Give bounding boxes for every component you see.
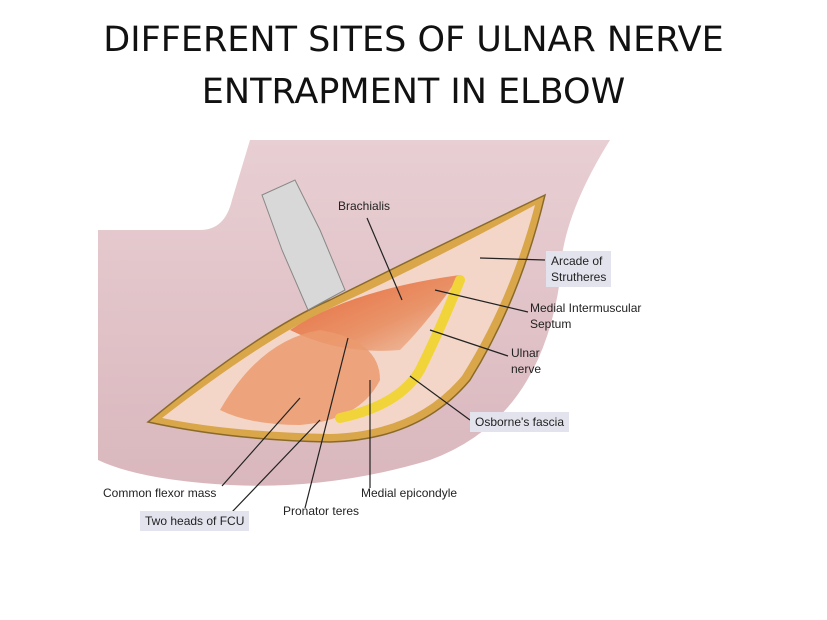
leader-lines <box>221 217 546 513</box>
ulnar-nerve <box>335 275 465 423</box>
label-pronator-teres: Pronator teres <box>283 504 360 518</box>
label-osbornes-fascia: Osborne's fascia <box>470 412 569 432</box>
label-common-flexor-mass: Common flexor mass <box>103 486 217 500</box>
label-ulnar-nerve: Ulnar nerve <box>511 345 541 377</box>
label-ulnar-line-2: nerve <box>511 362 542 376</box>
label-septum-line-2: Septum <box>530 317 572 331</box>
label-arcade-of-strutheres: Arcade of Strutheres <box>546 251 612 287</box>
label-brachialis: Brachialis <box>338 199 391 213</box>
slide-title-line-1: DIFFERENT SITES OF ULNAR NERVE <box>103 20 724 60</box>
label-two-heads-of-fcu: Two heads of FCU <box>140 511 250 531</box>
label-medial-intermuscular-septum: Medial Intermuscular Septum <box>530 300 641 332</box>
label-medial-epicondyle: Medial epicondyle <box>361 486 458 500</box>
brachialis-muscle <box>290 275 460 351</box>
slide-title-line-2: ENTRAPMENT IN ELBOW <box>201 72 626 112</box>
label-arcade-line-1: Arcade of <box>551 254 603 268</box>
retractor <box>261 179 346 311</box>
label-arcade-line-2: Strutheres <box>551 270 607 284</box>
label-ulnar-line-1: Ulnar <box>511 346 540 360</box>
label-septum-line-1: Medial Intermuscular <box>530 301 642 315</box>
flexor-muscle <box>220 330 380 425</box>
